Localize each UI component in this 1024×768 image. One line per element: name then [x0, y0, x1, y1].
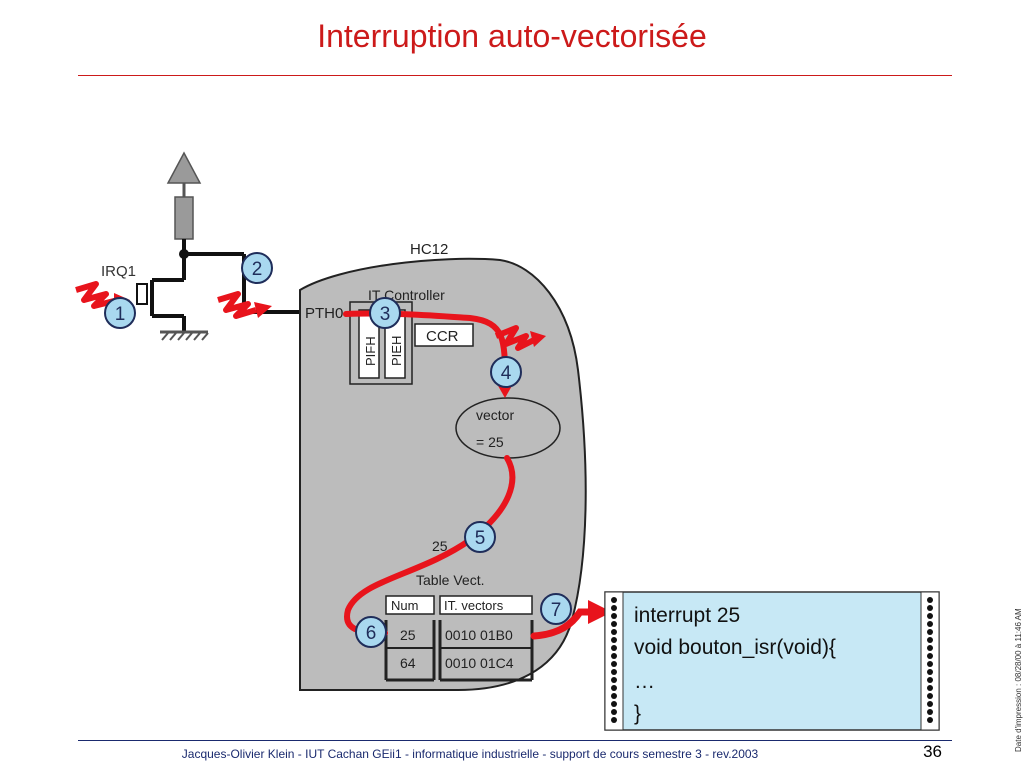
perforation-hole — [611, 629, 617, 635]
footer-divider — [78, 740, 952, 741]
vector-label: vector — [476, 407, 514, 423]
push-button — [136, 283, 148, 305]
step-marker-5: 5 — [464, 521, 496, 553]
table-row: 0010 01C4 — [445, 655, 514, 671]
perforation-hole — [611, 661, 617, 667]
perforation-hole — [927, 653, 933, 659]
signal-path-table — [344, 455, 516, 636]
perforation-hole — [927, 621, 933, 627]
code-line: interrupt 25 — [634, 604, 740, 627]
perforation-hole — [611, 645, 617, 651]
perforation-strip — [611, 597, 617, 723]
step-marker-7: 7 — [540, 593, 572, 625]
perforation-hole — [611, 653, 617, 659]
perforation-hole — [927, 701, 933, 707]
svg-text:3: 3 — [380, 304, 391, 325]
ccr-register — [414, 323, 474, 347]
perforation-hole — [611, 677, 617, 683]
perforation-hole — [611, 669, 617, 675]
table-row: 0010 01B0 — [445, 627, 513, 643]
vector-value: = 25 — [476, 434, 504, 450]
step-marker-3: 3 — [369, 297, 401, 329]
svg-text:1: 1 — [115, 304, 126, 325]
perforation-hole — [927, 629, 933, 635]
perforation-hole — [927, 685, 933, 691]
signal-path-isr — [530, 608, 600, 640]
perforation-hole — [611, 693, 617, 699]
perforation-hole — [927, 693, 933, 699]
code-listing: interrupt 25 void bouton_isr(void){ … } — [604, 591, 940, 731]
perforation-hole — [611, 597, 617, 603]
port-label: PTH0 — [305, 305, 343, 322]
table-header-num: Num — [391, 598, 418, 613]
footer-text: Jacques-Olivier Klein - IUT Cachan GEii1… — [181, 747, 759, 761]
table-row: 25 — [400, 627, 416, 643]
svg-text:2: 2 — [252, 259, 263, 280]
perforation-hole — [927, 661, 933, 667]
pieh-label: PIEH — [389, 336, 404, 366]
perforation-hole — [927, 605, 933, 611]
perforation-hole — [927, 717, 933, 723]
print-date: Date d'impression : 08/28/00 à 11:46 AM — [1014, 608, 1023, 752]
table-row: 64 — [400, 655, 416, 671]
perforation-hole — [611, 717, 617, 723]
perforation-hole — [611, 613, 617, 619]
step-marker-6: 6 — [355, 616, 387, 648]
irq-label: IRQ1 — [101, 263, 136, 280]
perforation-hole — [611, 709, 617, 715]
perforation-hole — [927, 645, 933, 651]
perforation-hole — [611, 685, 617, 691]
pifh-register — [358, 309, 380, 379]
table-title: Table Vect. — [416, 572, 485, 588]
perforation-hole — [927, 709, 933, 715]
code-line: … — [634, 670, 655, 693]
lightning-icon — [217, 291, 257, 319]
table-header-vectors: IT. vectors — [444, 598, 504, 613]
lightning-icon — [494, 325, 536, 351]
pullup-resistor — [174, 196, 194, 240]
svg-text:4: 4 — [501, 363, 512, 384]
perforation-hole — [611, 637, 617, 643]
perforation-hole — [611, 605, 617, 611]
perforation-hole — [927, 597, 933, 603]
vector-table: Num IT. vectors 25 0010 01B0 64 0010 01C… — [384, 595, 534, 682]
step-marker-2: 2 — [241, 252, 273, 284]
code-line: void bouton_isr(void){ — [634, 636, 836, 659]
slide-title: Interruption auto-vectorisée — [317, 18, 707, 54]
perforation-hole — [927, 637, 933, 643]
path-value-label: 25 — [432, 538, 448, 554]
perforation-hole — [927, 677, 933, 683]
page-number: 36 — [923, 742, 942, 761]
perforation-hole — [611, 621, 617, 627]
step-marker-1: 1 — [104, 297, 136, 329]
title-divider — [78, 75, 952, 76]
svg-text:7: 7 — [551, 600, 562, 621]
step-marker-4: 4 — [490, 356, 522, 388]
perforation-hole — [927, 613, 933, 619]
code-line: } — [634, 702, 641, 725]
perforation-strip — [927, 597, 933, 723]
svg-text:6: 6 — [366, 623, 377, 644]
pifh-label: PIFH — [363, 336, 378, 366]
chip-label: HC12 — [410, 241, 448, 258]
arrow-right-icon — [588, 600, 612, 624]
svg-text:5: 5 — [475, 528, 486, 549]
perforation-hole — [927, 669, 933, 675]
lightning-icon — [75, 281, 119, 309]
vcc-arrow-icon — [166, 151, 202, 184]
pullup-circuit: IRQ1 — [101, 151, 300, 341]
perforation-hole — [611, 701, 617, 707]
ccr-label: CCR — [426, 328, 459, 345]
